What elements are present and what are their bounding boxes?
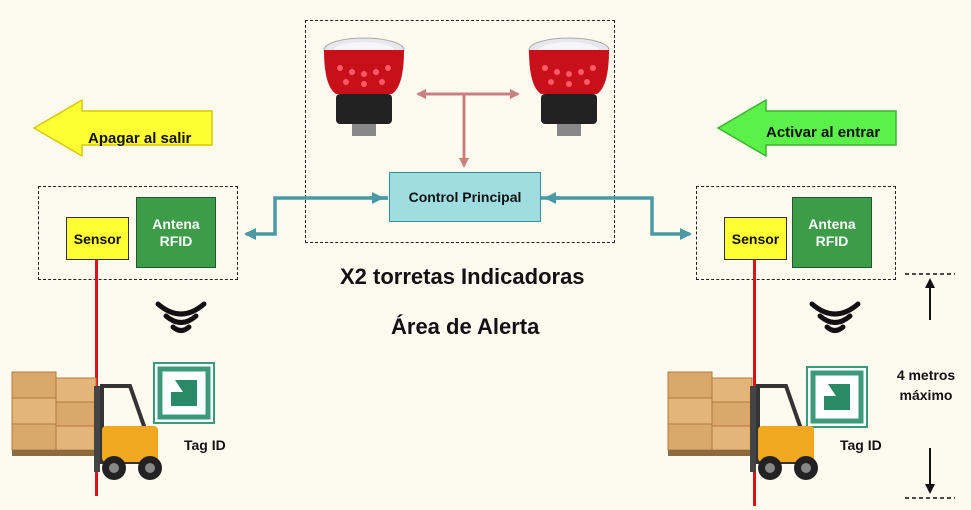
left-sensor: Sensor — [66, 217, 129, 260]
measurement-line1: 4 metros — [896, 367, 956, 383]
control-principal-box: Control Principal — [389, 172, 541, 222]
alert-area-label: Área de Alerta — [391, 314, 540, 339]
left-station-box — [38, 186, 238, 280]
right-rfid-tag-icon — [806, 366, 868, 428]
left-rfid-tag-icon — [153, 362, 215, 424]
height-measurement-icon — [905, 273, 955, 499]
enter-arrow-label: Activar al entrar — [766, 124, 881, 141]
right-sensor-beam — [753, 260, 756, 506]
exit-arrow-icon — [32, 98, 213, 158]
right-sensor: Sensor — [724, 217, 787, 260]
right-wireless-signal-icon — [809, 301, 861, 333]
enter-arrow-icon — [716, 98, 897, 158]
exit-arrow-label: Apagar al salir — [88, 130, 192, 147]
left-antenna-rfid: Antena RFID — [136, 197, 216, 268]
right-tag-id-label: Tag ID — [840, 437, 882, 453]
right-station-box — [696, 186, 896, 280]
left-wireless-signal-icon — [155, 301, 207, 333]
measurement-label: 4 metros máximo — [886, 365, 966, 405]
towers-label: X2 torretas Indicadoras — [340, 264, 585, 289]
beacon-left-icon — [323, 37, 405, 136]
left-forklift-icon — [11, 371, 162, 480]
left-tag-id-label: Tag ID — [184, 437, 226, 453]
measurement-line2: máximo — [899, 387, 953, 403]
alert-area-box — [305, 20, 615, 243]
right-forklift-icon — [667, 371, 818, 480]
right-antenna-rfid: Antena RFID — [792, 197, 872, 268]
beacon-right-icon — [528, 37, 610, 136]
